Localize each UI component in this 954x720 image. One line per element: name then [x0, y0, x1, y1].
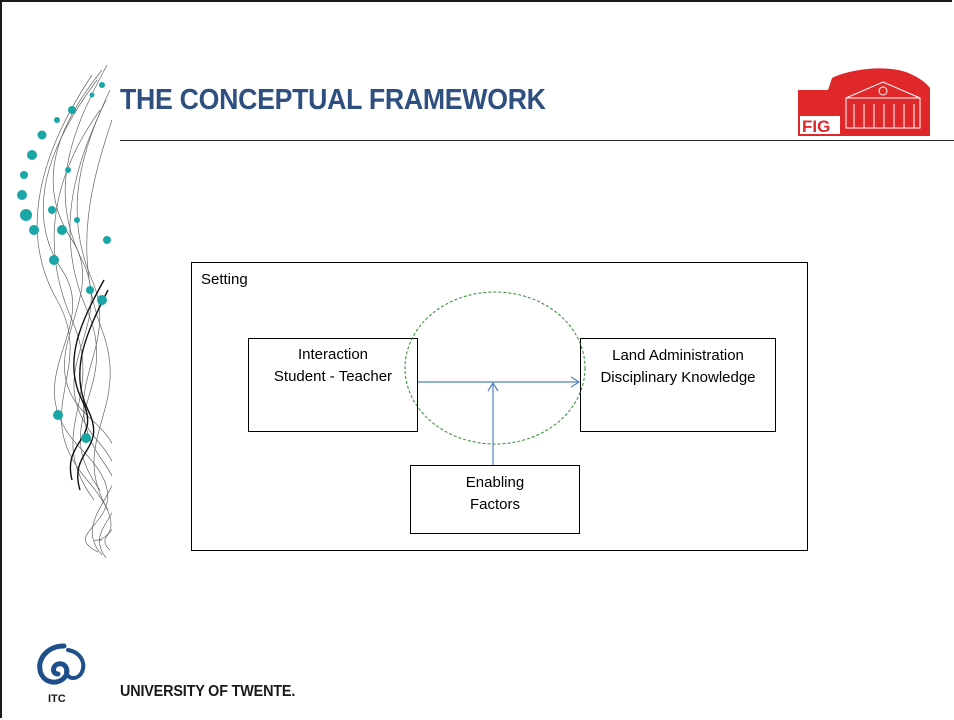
intersection-ellipse: [404, 291, 586, 445]
enabling-factors-arrow: [487, 381, 499, 465]
decorative-network-graphic: [17, 64, 112, 559]
university-footer: UNIVERSITY OF TWENTE.: [120, 683, 296, 700]
fig-building-logo-icon: FIG: [798, 68, 930, 136]
enabling-box: [410, 465, 580, 534]
knowledge-box-label: Land Administration Disciplinary Knowled…: [580, 345, 776, 389]
interaction-line2: Student - Teacher: [273, 368, 393, 385]
knowledge-line2: Disciplinary Knowledge: [600, 369, 756, 386]
itc-logo-text: ITC: [48, 693, 66, 704]
knowledge-box: [580, 338, 776, 432]
interaction-box-label: Interaction Student - Teacher: [248, 344, 418, 388]
interaction-to-knowledge-arrow: [418, 376, 581, 388]
enabling-box-label: Enabling Factors: [410, 472, 580, 516]
knowledge-line1: Land Administration: [612, 347, 744, 364]
title-underline: [120, 140, 954, 141]
interaction-line1: Interaction: [297, 346, 369, 363]
itc-swirl-logo-icon: ITC: [37, 643, 86, 704]
interaction-box: [248, 338, 418, 432]
setting-label: Setting: [201, 271, 248, 288]
fig-logo-text: FIG: [802, 117, 830, 136]
enabling-line2: Factors: [469, 496, 520, 513]
slide-title: THE CONCEPTUAL FRAMEWORK: [120, 84, 546, 116]
enabling-line1: Enabling: [465, 474, 525, 491]
